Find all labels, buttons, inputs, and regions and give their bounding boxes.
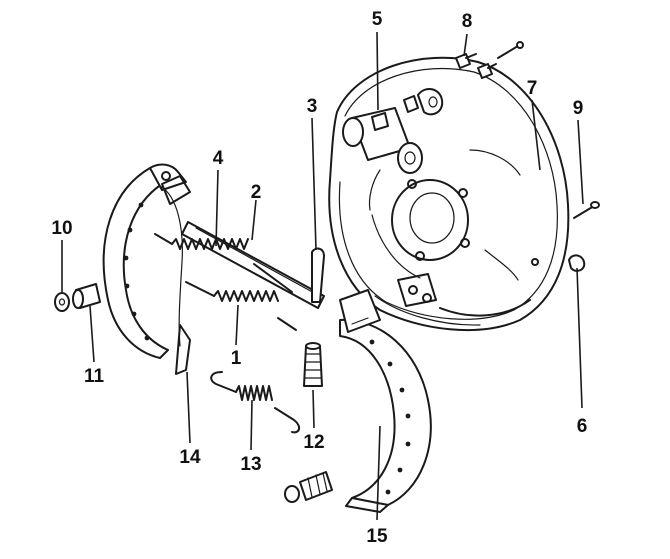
callout-10: 10 [51,218,72,239]
callout-3: 3 [307,96,318,117]
callout-1: 1 [231,348,242,369]
hold-down-pin [573,201,600,219]
callout-4: 4 [213,148,224,169]
callout-8: 8 [462,11,473,32]
parking-strut [311,247,325,303]
callout-2: 2 [251,182,262,203]
callout-12: 12 [303,432,324,453]
adjuster-spring [210,371,300,434]
lower-return-spring [185,281,297,331]
wheel-cylinder [342,88,444,174]
mounting-bolts [455,41,524,79]
anchor-pin [72,283,101,309]
callout-labels: 1 2 3 4 5 6 7 8 9 10 11 12 13 14 15 [51,9,587,547]
backing-plate [328,56,570,332]
hold-down-clip [568,254,586,272]
callout-11: 11 [84,366,105,387]
brake-shoe-left [102,163,191,375]
leader-lines [61,31,584,521]
callout-9: 9 [573,98,584,119]
brake-shoe-right [284,289,432,513]
adjuster-screw [303,342,323,387]
callout-5: 5 [372,9,383,30]
washer [54,292,70,312]
callout-7: 7 [527,78,538,99]
upper-return-spring [154,233,293,293]
callout-14: 14 [179,447,201,468]
callout-15: 15 [366,526,388,547]
callout-6: 6 [577,416,588,437]
callout-13: 13 [240,454,261,475]
